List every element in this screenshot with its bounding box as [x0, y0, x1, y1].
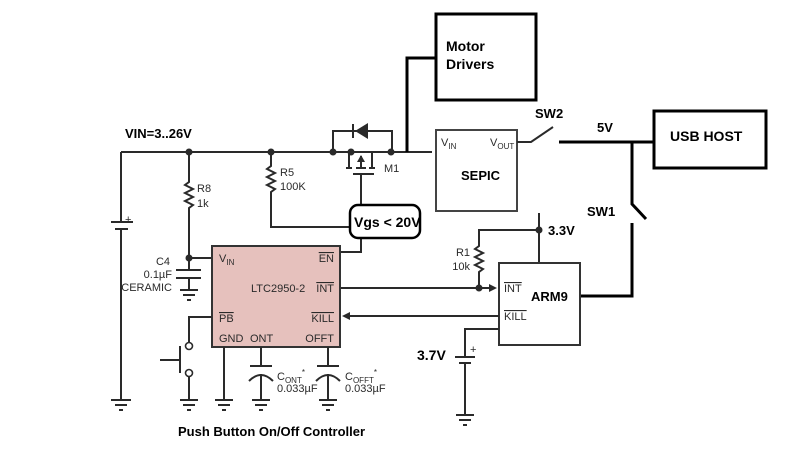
c4-value: 0.1µF [144, 269, 173, 281]
r8-resistor [182, 152, 212, 262]
r5-ref: R5 [280, 167, 294, 179]
ltc-offt-pin: OFFT [305, 333, 334, 345]
ltc-name: LTC2950-2 [251, 283, 305, 295]
3v3-label: 3.3V [548, 223, 575, 238]
r1-value: 10k [452, 261, 470, 273]
arm-int-pin: INT [504, 283, 522, 295]
ltc-int-pin: INT [316, 283, 334, 295]
sw2-switch[interactable] [517, 126, 554, 143]
usb-host-label: USB HOST [670, 128, 743, 144]
sw1-label: SW1 [587, 204, 615, 219]
motor-line2: Drivers [446, 56, 494, 72]
c4-capacitor [176, 258, 201, 301]
r1-ref: R1 [456, 247, 470, 259]
ltc2950-chip [211, 245, 341, 348]
ltc-en-pin: EN [319, 253, 334, 265]
cofft-capacitor [315, 347, 341, 411]
arm9-label: ARM9 [531, 289, 568, 304]
motor-line1: Motor [446, 38, 485, 54]
m1-mosfet [332, 123, 393, 253]
m1-ref: M1 [384, 163, 399, 175]
r1-pullup [472, 213, 543, 292]
ltc-gnd-pin: GND [219, 333, 244, 345]
motor-drivers-box [434, 12, 538, 102]
usb-host-box [652, 109, 768, 170]
sw1-switch[interactable] [579, 142, 648, 298]
r8-ref: R8 [197, 183, 211, 195]
sw2-label: SW2 [535, 106, 563, 121]
battery-plus: + [125, 214, 131, 226]
r5-value: 100K [280, 181, 306, 193]
cofft-value: 0.033µF [345, 383, 386, 395]
battery-37-plus: + [470, 344, 476, 356]
vgs-note-box [348, 203, 422, 240]
ltc-pb-pin: PB [219, 313, 234, 325]
int-arrow-icon [489, 284, 497, 292]
push-button[interactable] [160, 316, 212, 411]
motor-wire [405, 56, 436, 152]
cofft-ref: COFFT* [345, 368, 377, 385]
diagram-caption: Push Button On/Off Controller [178, 424, 365, 439]
sepic-box [435, 129, 518, 212]
vin-label: VIN=3..26V [125, 126, 192, 141]
sepic-vin: VIN [441, 137, 457, 151]
battery-3v7 [455, 328, 499, 426]
cont-value: 0.033µF [277, 383, 318, 395]
arm-kill-pin: KILL [504, 311, 527, 323]
ltc-ont-pin: ONT [250, 333, 274, 345]
c4-ref: C4 [156, 256, 170, 268]
r5-resistor [264, 152, 350, 228]
ltc-kill-pin: KILL [311, 313, 334, 325]
arm9-box [498, 262, 581, 346]
c4-type: CERAMIC [121, 282, 172, 294]
5v-label: 5V [597, 120, 613, 135]
ltc-gnd-wire [215, 347, 233, 411]
3v7-label: 3.7V [417, 347, 446, 363]
kill-arrow-icon [342, 312, 350, 320]
sepic-name: SEPIC [461, 168, 501, 183]
cont-capacitor [248, 347, 274, 411]
sepic-vout: VOUT [490, 137, 514, 151]
vgs-note: Vgs < 20V [354, 214, 421, 230]
ltc-vin-pin: VIN [219, 253, 235, 267]
main-battery-symbol [111, 221, 133, 411]
r8-value: 1k [197, 198, 209, 210]
cont-ref: CONT* [277, 368, 305, 385]
